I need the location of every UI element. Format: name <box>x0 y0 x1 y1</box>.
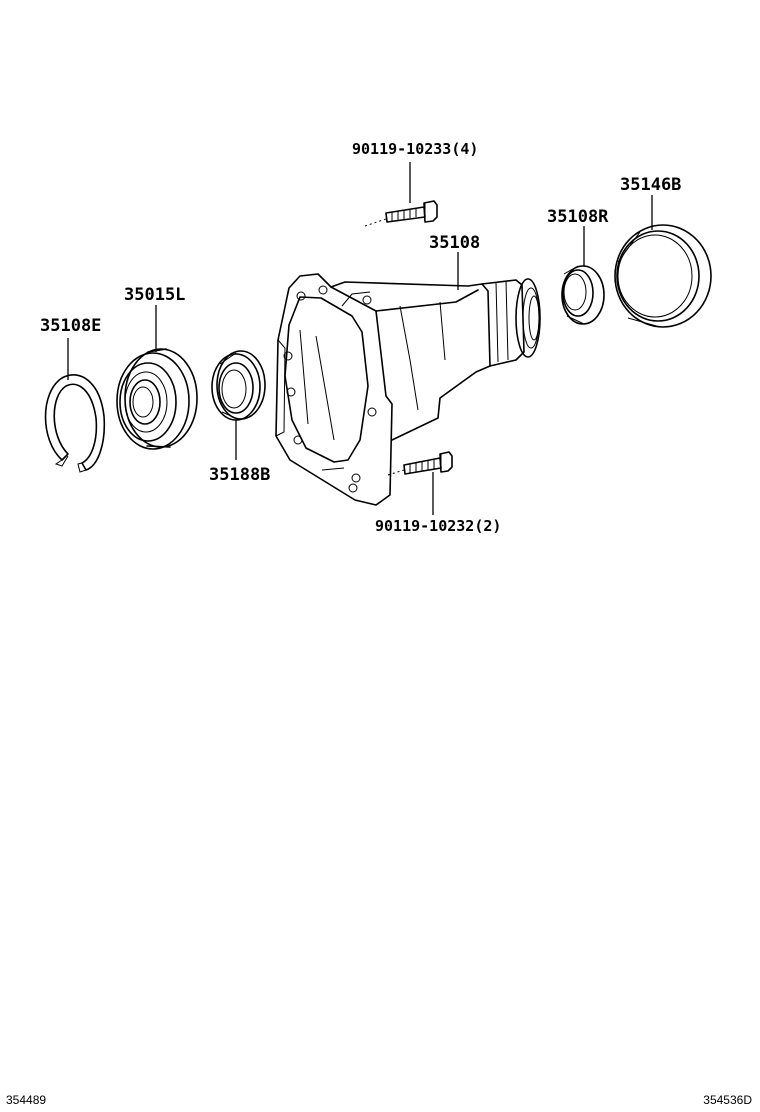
oil-seal-right[interactable] <box>561 265 605 325</box>
footer-code-right: 354536D <box>703 1093 752 1107</box>
label-bolt-bottom: 90119-10232(2) <box>375 517 501 535</box>
footer-code-left: 354489 <box>6 1093 47 1107</box>
label-bolt-top: 90119-10233(4) <box>352 140 478 158</box>
oil-seal-left[interactable] <box>211 350 266 421</box>
extension-housing[interactable] <box>275 273 541 506</box>
label-bushing: 35146B <box>620 175 681 195</box>
bolt-bottom[interactable] <box>387 451 453 476</box>
label-housing: 35108 <box>429 233 480 253</box>
bolt-top[interactable] <box>364 200 438 227</box>
bushing[interactable] <box>614 224 712 328</box>
label-seal-right: 35108R <box>547 207 609 227</box>
label-bearing: 35015L <box>124 285 185 305</box>
label-snap-ring: 35108E <box>40 316 101 336</box>
snap-ring[interactable] <box>44 374 106 473</box>
label-seal-left: 35188B <box>209 465 270 485</box>
ball-bearing[interactable] <box>116 348 198 450</box>
